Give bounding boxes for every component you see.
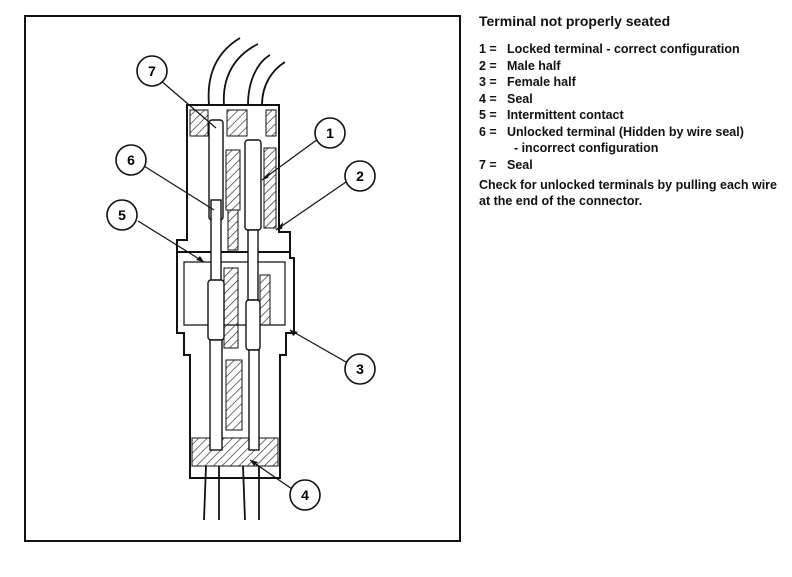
callout-3: 3 [344, 353, 376, 385]
legend-item: 6 = Unlocked terminal (Hidden by wire sea… [479, 124, 784, 141]
callout-5: 5 [106, 199, 138, 231]
leader-lines [137, 79, 347, 490]
bottom-wires [203, 465, 260, 521]
legend-item-text: Male half [507, 58, 561, 73]
legend-item-text: Seal [507, 91, 533, 106]
legend-item-text: Seal [507, 157, 533, 172]
leader-arrowheads [196, 172, 298, 466]
female-half-inner [223, 267, 271, 431]
male-half-inner [225, 147, 277, 251]
legend-item-number: 1 = [479, 42, 497, 56]
legend-item: 1 = Locked terminal - correct configurati… [479, 41, 784, 58]
legend-panel: Terminal not properly seated 1 = Locked t… [479, 13, 784, 209]
legend-item: 4 = Seal [479, 91, 784, 108]
legend-item-number: 3 = [479, 75, 497, 89]
legend-item-number: 4 = [479, 91, 497, 106]
svg-text:5: 5 [118, 207, 126, 223]
svg-text:4: 4 [301, 487, 309, 503]
legend-item-text: Locked terminal - correct configuration [507, 42, 740, 56]
svg-text:7: 7 [148, 63, 156, 79]
callout-1: 1 [314, 117, 346, 149]
legend-title: Terminal not properly seated [479, 13, 671, 29]
legend-item-number: 6 = [479, 124, 497, 139]
legend-note: Check for unlocked terminals by pulling … [479, 178, 777, 208]
legend-item-text: - incorrect configuration [507, 141, 659, 155]
legend-list: 1 = Locked terminal - correct configurati… [479, 41, 784, 173]
legend-item: 2 = Male half [479, 58, 784, 75]
legend-item-number [479, 140, 507, 157]
callout-2: 2 [344, 160, 376, 192]
legend-item: 5 = Intermittent contact [479, 107, 784, 124]
legend-item: - incorrect configuration [479, 140, 784, 157]
svg-text:2: 2 [356, 168, 364, 184]
legend-item-text: Unlocked terminal (Hidden by wire seal) [507, 124, 744, 139]
callout-4: 4 [289, 479, 321, 511]
terminals [207, 119, 262, 451]
svg-text:1: 1 [326, 125, 334, 141]
top-wires [207, 37, 286, 106]
legend-item: 3 = Female half [479, 74, 784, 91]
callout-6: 6 [115, 144, 147, 176]
legend-item-number: 2 = [479, 58, 497, 73]
legend-item-number: 7 = [479, 157, 497, 172]
legend-item: 7 = Seal [479, 157, 784, 174]
bottom-seal [191, 437, 279, 467]
legend-item-text: Intermittent contact [507, 108, 624, 122]
svg-text:6: 6 [127, 152, 135, 168]
callout-7: 7 [136, 55, 168, 87]
legend-item-text: Female half [507, 75, 576, 89]
legend-item-number: 5 = [479, 108, 497, 122]
svg-text:3: 3 [356, 361, 364, 377]
